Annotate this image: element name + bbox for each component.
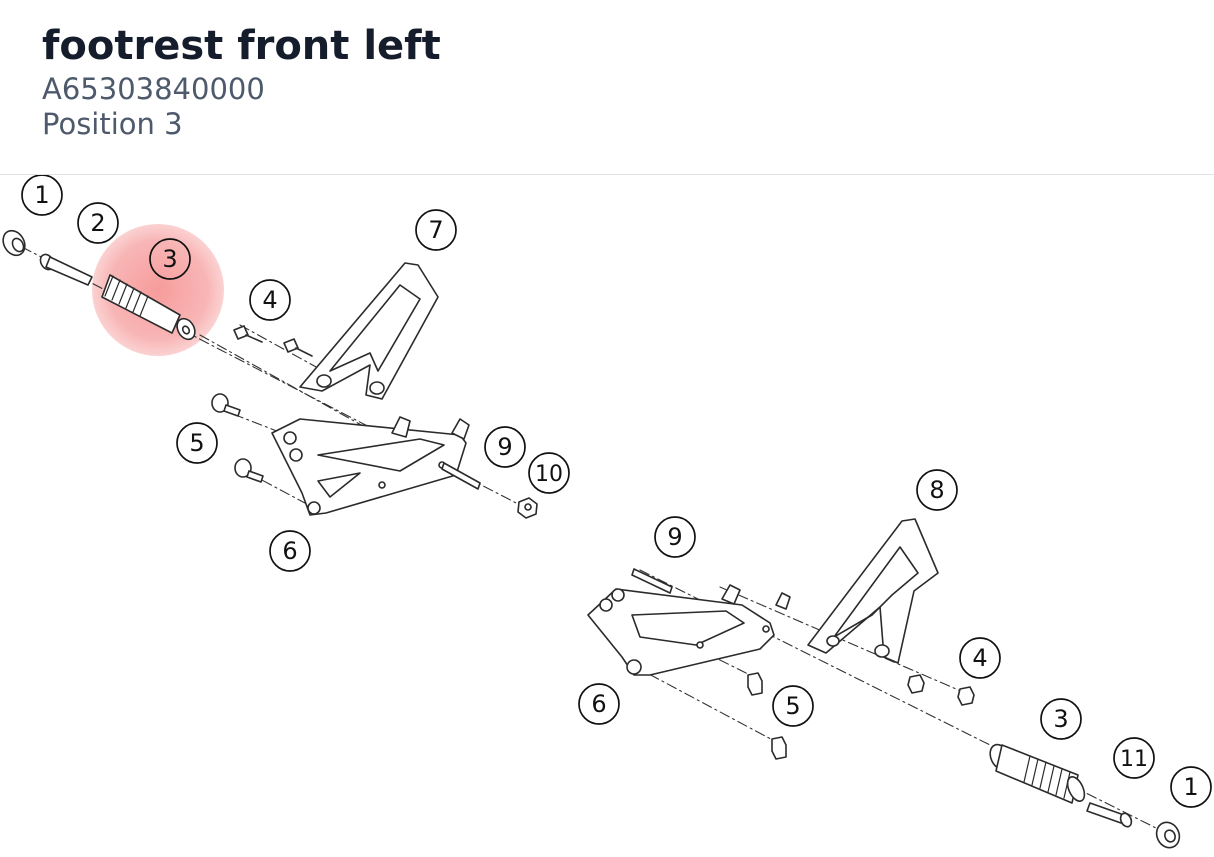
callout-5[interactable]: 5	[772, 685, 814, 727]
callout-circle	[772, 685, 814, 727]
part-header: footrest front left A65303840000 Positio…	[0, 0, 1214, 175]
callout-number: 11	[1120, 747, 1148, 772]
part-position: Position 3	[42, 107, 183, 141]
callout-4[interactable]: 4	[959, 637, 1001, 679]
callout-number: 8	[929, 476, 944, 504]
callout-circle	[528, 452, 570, 494]
callout-8[interactable]: 8	[916, 469, 958, 511]
callout-number: 4	[262, 286, 277, 314]
callout-9[interactable]: 9	[654, 516, 696, 558]
part-title: footrest front left	[42, 23, 441, 69]
callout-number: 9	[667, 523, 682, 551]
callout-number: 5	[785, 692, 800, 720]
callout-number: 1	[1183, 773, 1198, 801]
part-7-heel-plate-left[interactable]	[299, 262, 439, 400]
part-4-screws-right[interactable]	[907, 674, 975, 706]
part-5-bolts-left[interactable]	[211, 393, 264, 483]
part-1-cap-right[interactable]	[1153, 819, 1184, 852]
callout-number: 6	[282, 537, 297, 565]
callout-10[interactable]: 10	[528, 452, 570, 494]
callout-number: 6	[591, 690, 606, 718]
callout-9[interactable]: 9	[484, 426, 526, 468]
callout-1[interactable]: 1	[21, 174, 63, 216]
callout-number: 4	[972, 644, 987, 672]
callout-5[interactable]: 5	[176, 422, 218, 464]
callout-6[interactable]: 6	[269, 530, 311, 572]
callout-7[interactable]: 7	[415, 209, 457, 251]
callout-circle	[959, 637, 1001, 679]
part-10-nut[interactable]	[517, 497, 538, 519]
part-number: A65303840000	[42, 72, 265, 106]
callout-number: 3	[162, 245, 177, 273]
callout-2[interactable]: 2	[77, 202, 119, 244]
callout-number: 3	[1053, 705, 1068, 733]
callout-circle	[654, 516, 696, 558]
part-9-pin-right[interactable]	[631, 568, 673, 594]
part-6-bracket-right[interactable]	[587, 584, 791, 676]
part-3-footpeg-left[interactable]	[101, 274, 198, 343]
callout-circle	[149, 238, 191, 280]
callout-circle	[1040, 698, 1082, 740]
callout-circle	[484, 426, 526, 468]
part-5-bolts-right[interactable]	[747, 672, 787, 760]
callout-number: 5	[189, 429, 204, 457]
part-4-screws-left[interactable]	[233, 325, 313, 357]
part-1-cap-left[interactable]	[0, 227, 29, 260]
callout-circle	[916, 469, 958, 511]
callout-number: 1	[34, 181, 49, 209]
callout-number: 10	[535, 462, 563, 487]
callout-circle	[1113, 737, 1155, 779]
callout-3[interactable]: 3	[1040, 698, 1082, 740]
part-8-heel-plate-right[interactable]	[807, 518, 939, 664]
callout-4[interactable]: 4	[249, 279, 291, 321]
part-2-pin[interactable]	[38, 252, 93, 286]
callout-1[interactable]: 1	[1170, 766, 1212, 808]
callout-circle	[269, 530, 311, 572]
callout-number: 2	[90, 209, 105, 237]
callout-circle	[1170, 766, 1212, 808]
callout-number: 9	[497, 433, 512, 461]
part-3-footpeg-right[interactable]	[986, 741, 1087, 804]
callout-6[interactable]: 6	[578, 683, 620, 725]
callout-circle	[77, 202, 119, 244]
callout-circle	[415, 209, 457, 251]
callout-number: 7	[428, 216, 443, 244]
part-6-bracket-left[interactable]	[271, 416, 470, 516]
callout-circle	[21, 174, 63, 216]
callout-3-selected[interactable]: 3	[149, 238, 191, 280]
part-11-pin[interactable]	[1086, 802, 1133, 828]
part-9-pin-left[interactable]	[441, 462, 481, 490]
callout-circle	[249, 279, 291, 321]
callout-circle	[578, 683, 620, 725]
callout-circle	[176, 422, 218, 464]
callout-11[interactable]: 11	[1113, 737, 1155, 779]
